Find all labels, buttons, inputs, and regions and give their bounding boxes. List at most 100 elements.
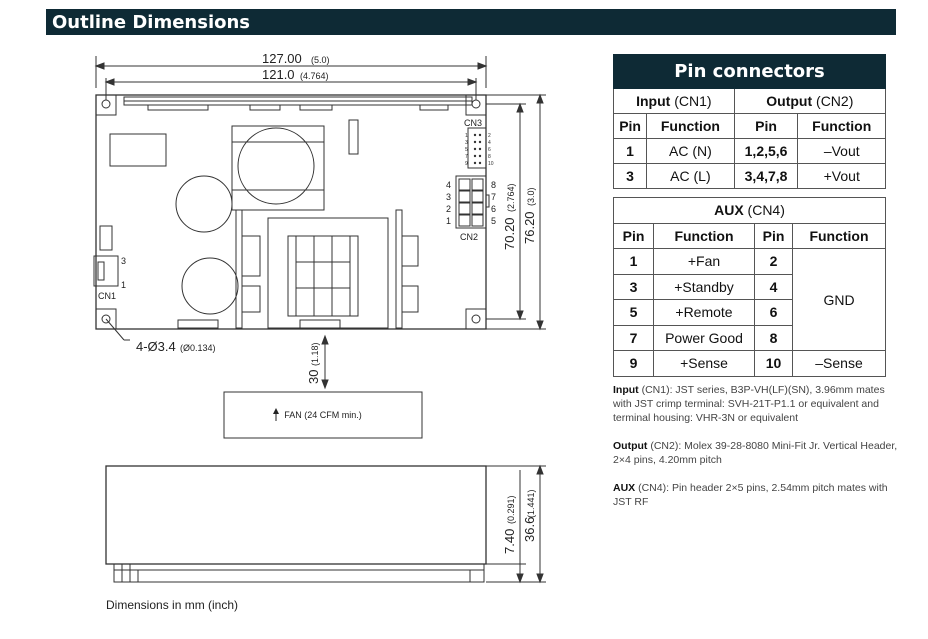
cn2-pin-left: 1	[446, 216, 451, 226]
input-pin: 3	[612, 163, 648, 189]
cn3-pin-right: 4	[488, 140, 491, 146]
aux-pin: 7	[613, 324, 654, 351]
input-header-title: Input	[636, 93, 671, 109]
cn2-pin-left: 3	[446, 192, 451, 202]
output-pin: 1,2,5,6	[733, 138, 799, 164]
mount-width-inch: (4.764)	[300, 71, 329, 81]
hole-label: 4-Ø3.4	[136, 339, 176, 354]
input-header: Input (CN1)	[613, 88, 735, 114]
table-row: 9 +Sense 10 –Sense	[613, 350, 886, 377]
cn3-pin-right: 2	[488, 133, 491, 139]
cn3-pin-left: 7	[465, 154, 468, 160]
aux-pin: 1	[613, 248, 654, 275]
fan-distance-value: 30	[306, 370, 321, 384]
cn2-pin-right: 6	[491, 204, 496, 214]
aux-function: +Sense	[653, 350, 755, 377]
col-pin: Pin	[612, 113, 648, 139]
cn2-pin-right: 8	[491, 180, 496, 190]
aux-pin: 5	[613, 299, 654, 326]
aux-pin: 2	[754, 248, 793, 275]
table-row: 7 Power Good 8	[613, 324, 886, 351]
output-note-ref: (CN2):	[650, 440, 682, 452]
cn1-pin-bottom: 1	[121, 280, 126, 290]
aux-function: –Sense	[792, 350, 886, 377]
input-note-ref: (CN1):	[641, 384, 673, 396]
output-function: –Vout	[797, 138, 886, 164]
mount-height-value: 70.20	[502, 217, 517, 250]
overall-width-inch: (5.0)	[311, 55, 330, 65]
cn2-label: CN2	[460, 232, 478, 242]
aux-pin: 3	[613, 273, 654, 300]
input-pin: 1	[612, 138, 648, 164]
aux-note: AUX (CN4): Pin header 2×5 pins, 2.54mm p…	[613, 481, 903, 509]
total-height-value: 36.6	[522, 517, 537, 542]
aux-function: Power Good	[653, 324, 755, 351]
mount-width-value: 121.0	[262, 67, 295, 82]
aux-pin: 8	[754, 324, 793, 351]
overall-height-inch: (3.0)	[526, 187, 536, 206]
cn2-pin-left: 2	[446, 204, 451, 214]
input-note-text: JST series, B3P-VH(LF)(SN), 3.96mm mates…	[613, 384, 885, 424]
fan-label-text: FAN (24 CFM min.)	[284, 410, 362, 420]
aux-table: AUX (CN4) Pin Function Pin Function 1 +F…	[613, 197, 886, 377]
input-function: AC (L)	[646, 163, 735, 189]
output-function: +Vout	[797, 163, 886, 189]
pcb-height-value: 7.40	[502, 529, 517, 554]
cn3-pin-left: 3	[465, 140, 468, 146]
aux-header-title: AUX	[714, 202, 744, 219]
total-height-inch: (1.441)	[526, 489, 536, 518]
output-note-text: Molex 39-28-8080 Mini-Fit Jr. Vertical H…	[613, 440, 898, 466]
aux-header: AUX (CN4)	[613, 197, 886, 224]
cn3-label: CN3	[464, 118, 482, 128]
hole-label-inch: (Ø0.134)	[180, 343, 216, 353]
cn1-pin-top: 3	[121, 256, 126, 266]
col-function: Function	[646, 113, 735, 139]
aux-note-label: AUX	[613, 482, 636, 494]
table-row: 1 AC (N) 1,2,5,6 –Vout	[612, 138, 886, 164]
table-row: 1 +Fan 2 GND	[613, 248, 886, 351]
col-pin: Pin	[733, 113, 799, 139]
col-pin: Pin	[613, 222, 654, 249]
input-note-label: Input	[613, 384, 639, 396]
section-title: Outline Dimensions	[46, 9, 896, 35]
table-row: 3 AC (L) 3,4,7,8 +Vout	[612, 163, 886, 189]
cn2-pin-right: 5	[491, 216, 496, 226]
cn3-pin-right: 6	[488, 147, 491, 153]
col-pin: Pin	[754, 222, 793, 249]
aux-function: +Remote	[653, 299, 755, 326]
aux-pin: 4	[754, 273, 793, 300]
cn3-pin-left: 1	[465, 133, 468, 139]
pcb-height-inch: (0.291)	[506, 495, 516, 524]
cn3-pin-right: 8	[488, 154, 491, 160]
input-header-ref: (CN1)	[674, 93, 712, 109]
table-row: 5 +Remote 6	[613, 299, 886, 326]
cn1-label: CN1	[98, 291, 116, 301]
cn2-pin-left: 4	[446, 180, 451, 190]
output-pin: 3,4,7,8	[733, 163, 799, 189]
output-header: Output (CN2)	[733, 88, 887, 114]
aux-note-text: Pin header 2×5 pins, 2.54mm pitch mates …	[613, 482, 888, 508]
cn3-pin-left: 5	[465, 147, 468, 153]
aux-function: +Standby	[653, 273, 755, 300]
aux-function: +Fan	[653, 248, 755, 275]
col-function: Function	[792, 222, 886, 249]
mount-height-inch: (2.764)	[506, 183, 516, 212]
output-note: Output (CN2): Molex 39-28-8080 Mini-Fit …	[613, 439, 903, 467]
aux-note-ref: (CN4):	[638, 482, 670, 494]
table-row: 3 +Standby 4	[613, 273, 886, 300]
overall-width-value: 127.00	[262, 51, 302, 66]
fan-distance-inch: (1.18)	[310, 342, 320, 366]
pin-connectors-title: Pin connectors	[613, 54, 886, 89]
aux-gnd: GND	[792, 248, 886, 351]
fan-label: FAN (24 CFM min.)	[224, 392, 422, 438]
aux-pin: 6	[754, 299, 793, 326]
pin-connectors-table: Pin connectors Input (CN1) Output (CN2) …	[612, 54, 887, 189]
aux-pin: 10	[754, 350, 793, 377]
overall-height-value: 76.20	[522, 211, 537, 244]
output-header-ref: (CN2)	[816, 93, 854, 109]
units-footnote: Dimensions in mm (inch)	[106, 598, 239, 612]
col-function: Function	[653, 222, 755, 249]
output-header-title: Output	[766, 93, 813, 109]
cn3-pin-left: 9	[465, 161, 468, 167]
